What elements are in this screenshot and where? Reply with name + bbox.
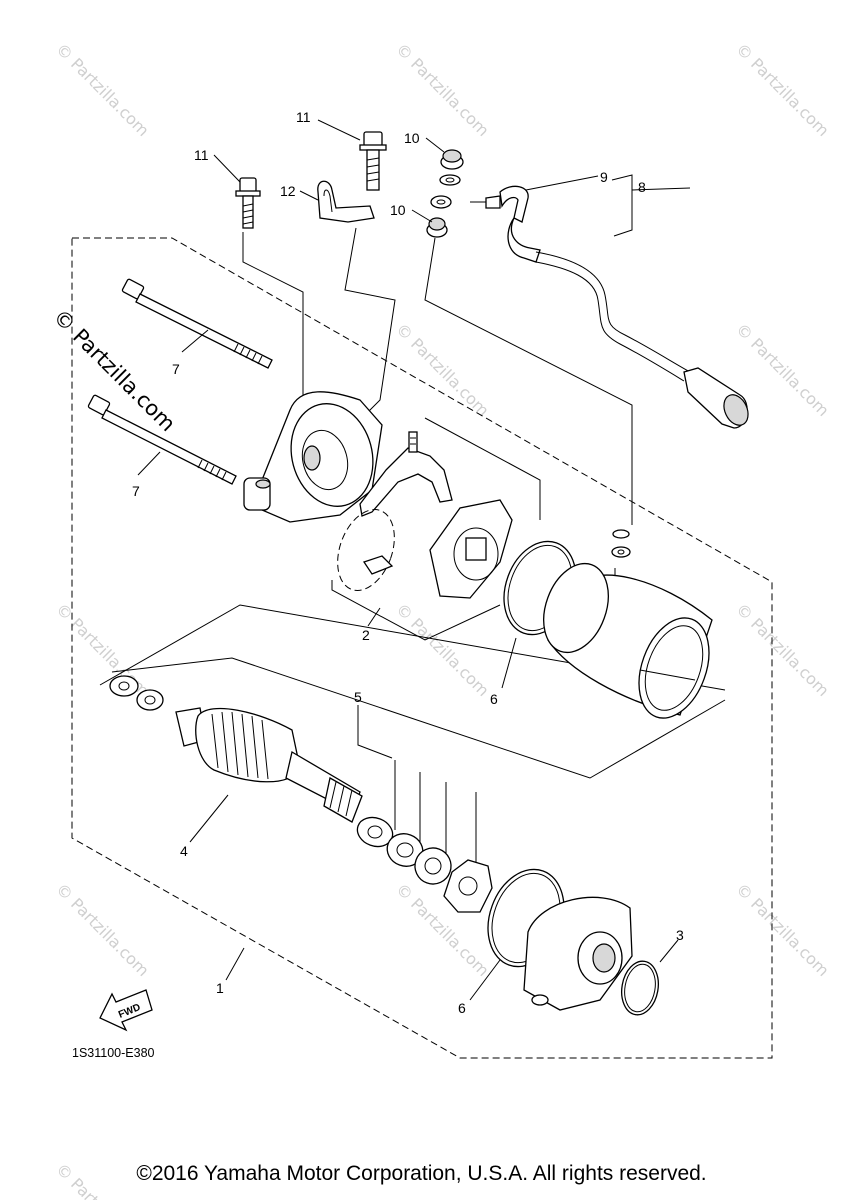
callout-7: 7 <box>132 483 140 499</box>
watermark: © Partzilla.com <box>392 599 493 700</box>
callout-7: 7 <box>172 361 180 377</box>
callout-4: 4 <box>180 843 188 859</box>
through-bolt-7-bottom <box>87 394 237 485</box>
bolt-11-left <box>235 177 261 229</box>
callout-10: 10 <box>404 130 420 146</box>
callout-2: 2 <box>362 627 370 643</box>
watermark-layer: © Partzilla.com © Partzilla.com © Partzi… <box>52 39 833 1200</box>
copyright-footer: ©2016 Yamaha Motor Corporation, U.S.A. A… <box>136 1162 707 1185</box>
brush-holder-2 <box>337 431 513 599</box>
callout-9: 9 <box>600 169 608 185</box>
watermark: © Partzilla.com <box>732 39 833 140</box>
o-ring-3 <box>621 960 659 1016</box>
rear-end-cover <box>243 391 383 523</box>
nut-10-bottom <box>426 195 452 238</box>
diagram-part-number: 1S31100-E380 <box>72 1046 155 1060</box>
callout-11: 11 <box>296 109 311 125</box>
yoke-housing <box>543 529 713 719</box>
clip-12 <box>317 180 375 223</box>
watermark: © Partzilla.com <box>732 599 833 700</box>
callout-12: 12 <box>280 183 296 199</box>
watermark: © Partzilla.com <box>392 39 493 140</box>
armature-4 <box>109 675 363 823</box>
bolt-11-right <box>359 131 387 191</box>
watermark: © Partzilla.com <box>732 879 833 980</box>
callout-6: 6 <box>458 1000 466 1016</box>
callout-3: 3 <box>676 927 684 943</box>
callout-10: 10 <box>390 202 406 218</box>
callout-5: 5 <box>354 689 362 705</box>
callout-1: 1 <box>216 980 224 996</box>
nut-10-top <box>439 149 464 186</box>
fwd-arrow-icon: FWD <box>99 989 153 1032</box>
leader-lines <box>137 119 691 1001</box>
front-end-cover <box>523 896 633 1011</box>
assembly-outline <box>71 237 773 1059</box>
callout-8: 8 <box>638 179 646 195</box>
through-bolt-7-top <box>121 278 273 369</box>
callout-11: 11 <box>194 147 209 163</box>
washer-set-5 <box>356 816 493 913</box>
watermark: © Partzilla.com <box>732 319 833 420</box>
callout-labels: 11 11 12 10 10 9 8 7 7 2 5 6 4 3 1 6 <box>132 109 684 1016</box>
watermark: © Partzilla.com <box>52 39 153 140</box>
watermark: © Partzilla.com <box>52 879 153 980</box>
watermark: © Partzilla.com <box>392 319 493 420</box>
callout-6: 6 <box>490 691 498 707</box>
starter-cable-8 <box>470 185 749 429</box>
